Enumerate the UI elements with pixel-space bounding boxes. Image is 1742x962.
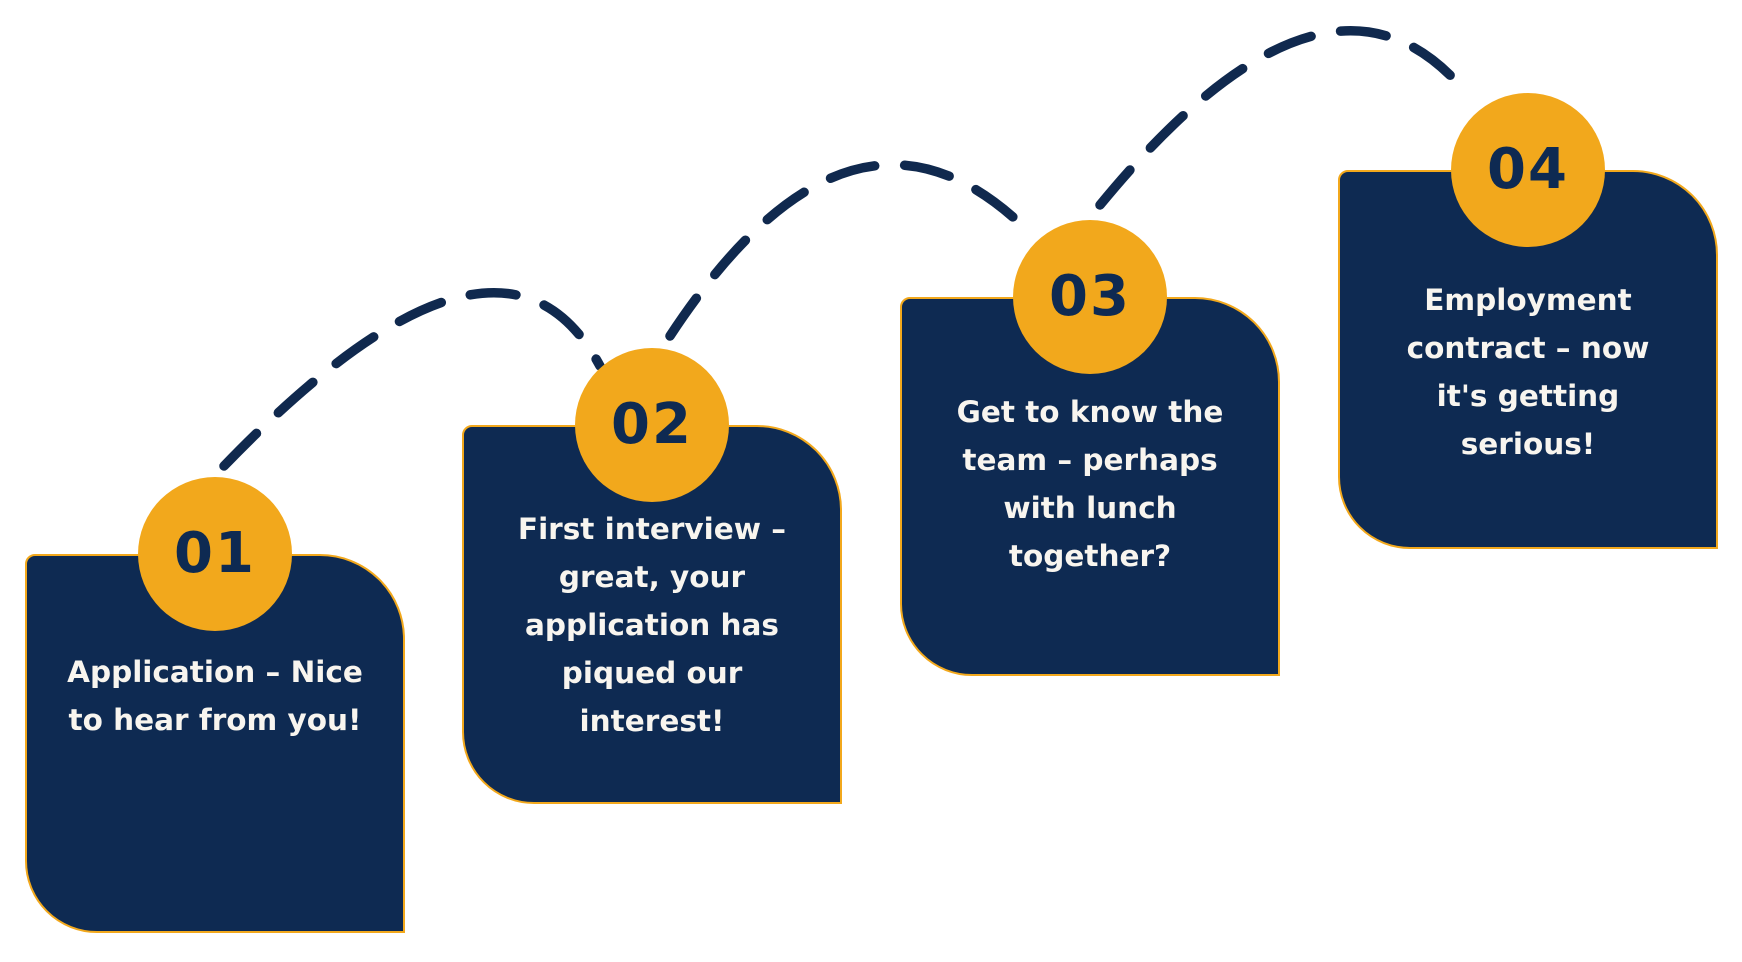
step-card-3: 03 Get to know the team – perhaps with l… [900, 219, 1280, 676]
step-text-3: Get to know the team – perhaps with lunc… [956, 395, 1224, 573]
step-card-2: 02 First interview – great, your applica… [462, 347, 842, 804]
step-number-badge-3: 03 [1013, 219, 1167, 374]
step-card-1: 01 Application – Nice to hear from you! [25, 476, 405, 933]
step-number-3: 03 [1049, 263, 1131, 329]
step-number-1: 01 [174, 520, 256, 586]
step-text-1: Application – Nice to hear from you! [67, 655, 363, 737]
step-number-badge-4: 04 [1451, 92, 1605, 247]
step-number-badge-2: 02 [575, 347, 729, 502]
step-number-4: 04 [1487, 136, 1569, 202]
step-card-4: 04 Employment contract – now it's gettin… [1338, 92, 1718, 549]
step-number-badge-1: 01 [138, 476, 292, 631]
step-number-2: 02 [611, 391, 693, 457]
step-text-2: First interview – great, your applicatio… [517, 512, 787, 738]
step-text-4: Employment contract – now it's getting s… [1406, 283, 1650, 461]
